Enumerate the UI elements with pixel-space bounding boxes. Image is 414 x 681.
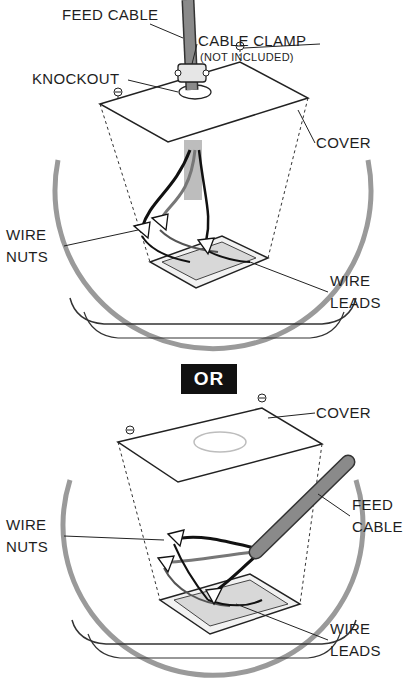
wire	[160, 150, 195, 222]
feed-cable	[256, 462, 348, 552]
part-label: (NOT INCLUDED)	[200, 50, 310, 64]
part-label: COVER	[316, 132, 396, 154]
clamp-screw	[203, 70, 209, 76]
leader-line	[298, 110, 315, 143]
part-label: COVER	[316, 402, 396, 424]
wire-nut	[206, 588, 222, 604]
part-label: WIRE LEADS	[330, 618, 390, 662]
wire-nut	[168, 530, 184, 546]
clamp-screw	[175, 70, 181, 76]
cover-plate	[118, 408, 322, 482]
knockout-outline	[194, 432, 246, 452]
screw	[114, 88, 122, 96]
separator-text: OR	[194, 368, 225, 390]
part-label: WIRE LEADS	[330, 270, 390, 314]
leader-line	[64, 536, 164, 540]
leader-line	[268, 413, 315, 418]
cable-sheath	[184, 140, 202, 200]
feed-cable-outline	[256, 462, 348, 552]
wire	[172, 552, 255, 562]
wire	[199, 150, 208, 242]
alignment-line	[268, 98, 308, 258]
part-label: CABLE CLAMP	[198, 30, 323, 52]
wire-lead	[174, 544, 208, 600]
cover-plate	[100, 62, 308, 142]
part-label: WIRE NUTS	[6, 514, 64, 558]
junction-box-inner	[174, 580, 288, 626]
screw	[127, 430, 133, 431]
magnifier-circle	[55, 160, 371, 349]
screw	[126, 426, 134, 434]
part-label: KNOCKOUT	[32, 68, 132, 90]
junction-box-opening	[160, 574, 300, 634]
separator-box: OR	[181, 364, 237, 394]
wire-lead	[164, 568, 230, 606]
part-label: FEED CABLE	[352, 494, 412, 538]
leader-line	[318, 494, 350, 516]
leader-line	[64, 230, 138, 246]
wire-nut	[158, 556, 174, 572]
screw	[259, 398, 265, 399]
wire-lead	[142, 236, 190, 262]
cable-clamp	[178, 64, 206, 82]
wire	[182, 537, 255, 548]
wire-nut	[152, 214, 168, 230]
wire-lead	[206, 250, 250, 262]
fixture-edge	[84, 312, 344, 338]
fixture-edge	[88, 634, 340, 658]
alignment-line	[300, 444, 322, 604]
leader-line	[236, 604, 328, 640]
part-label: FEED CABLE	[62, 4, 182, 26]
leader-line	[192, 44, 197, 64]
screw	[115, 92, 121, 93]
screw	[258, 394, 266, 402]
wire-nut	[198, 238, 214, 254]
magnifier-circle	[63, 480, 363, 675]
leader-line	[150, 24, 183, 38]
leader-line	[250, 262, 328, 292]
wire	[214, 556, 256, 592]
leader-line	[128, 80, 178, 92]
fixture-edge	[70, 298, 356, 324]
part-label: WIRE NUTS	[6, 224, 64, 268]
